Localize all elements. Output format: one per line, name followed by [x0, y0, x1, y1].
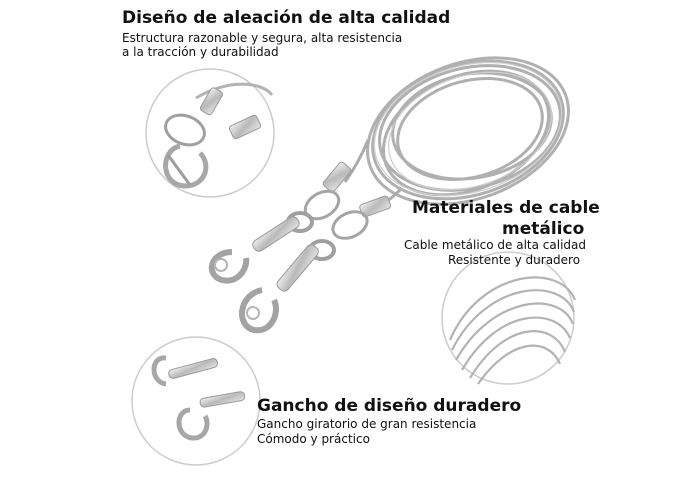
feature-title-alloy: Diseño de aleación de alta calidad — [122, 8, 451, 28]
detail-circle-hooks — [131, 336, 261, 466]
feature-title-cable-line2: metálico — [502, 219, 585, 239]
feature-title-hook: Gancho de diseño duradero — [257, 396, 522, 416]
detail-circle-cable — [441, 251, 577, 385]
ferrule-upper — [322, 161, 352, 193]
feature-desc-hook-line1: Gancho giratorio de gran resistencia — [257, 417, 477, 431]
feature-desc-cable-line2: Resistente y duradero — [448, 253, 581, 267]
feature-desc-alloy-line1: Estructura razonable y segura, alta resi… — [122, 31, 403, 45]
snap-hook-lower — [239, 239, 336, 334]
feature-desc-alloy-line2: a la tracción y durabilidad — [122, 45, 279, 59]
snap-hook-upper — [208, 211, 314, 284]
feature-desc-hook-line2: Cómodo y práctico — [257, 432, 370, 446]
detail-circle-alloy — [145, 68, 275, 198]
feature-desc-cable-line1: Cable metálico de alta calidad — [404, 238, 587, 252]
cable-tail-upper — [343, 139, 370, 183]
feature-title-cable-line1: Materiales de cable — [412, 198, 600, 218]
